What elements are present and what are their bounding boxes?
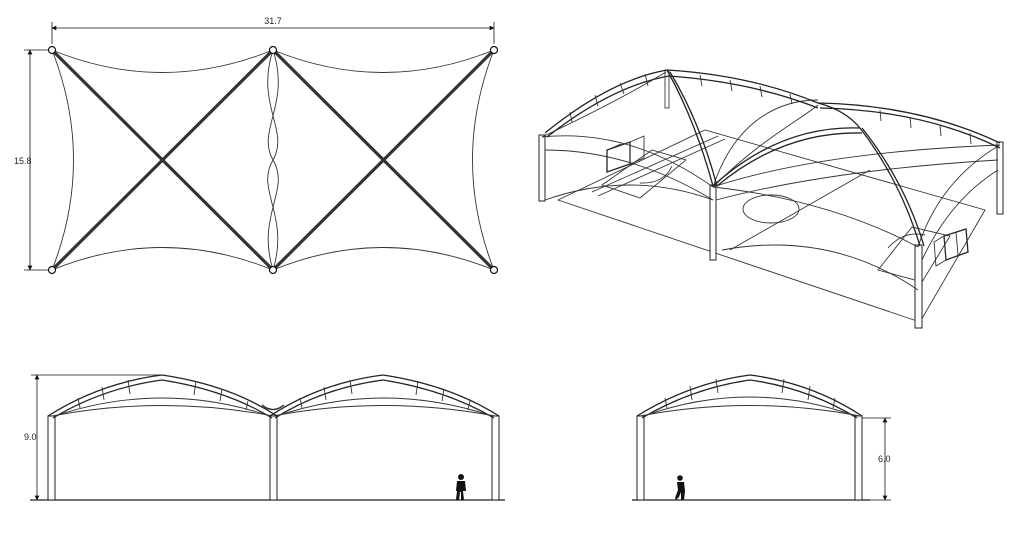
human-figure-side [675,475,685,500]
perspective-arch-struts [569,73,972,145]
side-arch-struts [664,378,836,409]
front-height-label: 9.0 [24,432,37,442]
perspective-membrane [541,71,1001,291]
side-arch [636,374,863,419]
human-figure-front [456,474,466,500]
side-elevation: 6.0 [632,374,891,501]
front-elevation: 9.0 [24,374,505,501]
goal-right [933,228,969,267]
plan-arches [50,48,496,272]
plan-column-nodes [47,45,499,275]
side-columns [636,415,863,501]
length-label: 31.7 [264,16,282,26]
front-columns [47,415,500,501]
court-floor [556,129,986,323]
front-arch-struts [77,379,471,411]
width-dimension: 15.8 [14,49,48,271]
plan-membrane-edges [51,49,495,271]
width-label: 15.8 [14,156,32,166]
goal-left [606,135,645,173]
side-height-label: 6.0 [878,454,891,464]
side-membrane [639,405,861,417]
perspective-columns [538,69,1004,329]
side-height-dimension: 6.0 [862,417,891,501]
front-membrane-right [272,405,496,417]
perspective-arches [544,69,1001,247]
front-membrane-left [51,405,274,417]
plan-view: 31.7 15.8 [14,16,499,275]
length-dimension: 31.7 [51,16,495,44]
front-arches [47,374,500,419]
perspective-view [538,69,1004,329]
